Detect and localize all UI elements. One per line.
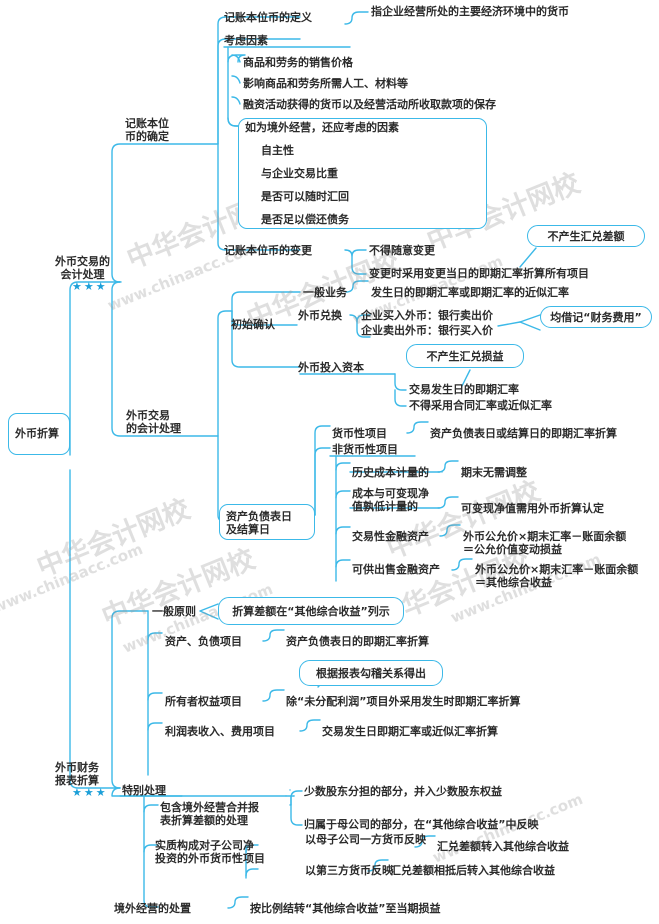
value-net-investment-1: 汇兑差额转入其他综合收益: [437, 840, 569, 853]
branch-stars-b: ★★★: [72, 786, 108, 799]
item-factor-1: 商品和劳务的销售价格: [243, 56, 353, 69]
callout-debit-financial-expense: 均借记“财务费用”: [540, 306, 652, 328]
node-special-treatment[interactable]: 特别处理: [122, 784, 166, 797]
callout-translation-difference: 折算差额在“其他综合收益”列示: [218, 597, 404, 625]
branch-label-foreign-currency-statements: 外币财务 报表折算: [55, 761, 99, 787]
item-overseas-3: 是否可以随时汇回: [261, 190, 349, 203]
node-historical-cost[interactable]: 历史成本计量的: [352, 466, 429, 479]
node-initial-recognition[interactable]: 初始确认: [231, 318, 275, 331]
root-node[interactable]: [8, 413, 70, 455]
root-label: 外币折算: [15, 427, 59, 440]
value-functional-currency-definition: 指企业经营所处的主要经济环境中的货币: [371, 5, 569, 18]
value-income-expense-items: 交易发生日即期汇率或近似汇率折算: [322, 725, 498, 738]
node-nonmonetary-items[interactable]: 非货币性项目: [332, 443, 398, 456]
node-equity-items[interactable]: 所有者权益项目: [165, 695, 242, 708]
node-fx-exchange[interactable]: 外币兑换: [298, 309, 342, 322]
item-exchange-buy: 企业买入外币：银行卖出价: [361, 309, 493, 322]
callout-no-exchange-gain-loss: 不产生汇兑损益: [406, 344, 524, 368]
value-overseas-disposal: 按比例结转“其他综合收益”至当期损益: [250, 902, 441, 915]
item-overseas-1: 自主性: [261, 144, 294, 157]
item-factor-2: 影响商品和劳务所需人工、材料等: [243, 77, 408, 90]
node-balance-sheet-date[interactable]: 资产负债表日 及结算日: [226, 510, 292, 536]
value-general-business: 发生日的即期汇率或即期汇率的近似汇率: [371, 286, 569, 299]
node-functional-currency-determination[interactable]: 记账本位 币的确定: [125, 117, 169, 143]
value-historical-cost: 期末无需调整: [461, 466, 527, 479]
node-functional-currency-definition[interactable]: 记账本位币的定义: [224, 11, 312, 24]
watermark: 中华会计网校: [32, 493, 195, 584]
node-functional-currency-change[interactable]: 记账本位币的变更: [224, 244, 312, 257]
item-overseas-4: 是否足以偿还债务: [261, 213, 349, 226]
value-lower-of-cost-nrv: 可变现净值需用外币折算认定: [461, 502, 604, 515]
value-monetary-items: 资产负债表日或结算日的即期汇率折算: [430, 427, 617, 440]
item-overseas-2: 与企业交易比重: [261, 167, 338, 180]
node-overseas-disposal[interactable]: 境外经营的处置: [114, 902, 191, 915]
value-equity-items: 除“未分配利润”项目外采用发生时即期汇率折算: [286, 695, 521, 708]
item-capital-2: 不得采用合同汇率或近似汇率: [409, 399, 552, 412]
item-consolidated-2: 归属于母公司的部分，在“其他综合收益”中反映: [304, 818, 539, 831]
callout-no-exchange-difference: 不产生汇兑差额: [527, 225, 645, 247]
callout-derived-from-statement-relations: 根据报表勾稽关系得出: [299, 660, 443, 686]
box-overseas-operation-factors: [238, 118, 487, 229]
item-capital-1: 交易发生日的即期汇率: [409, 383, 519, 396]
node-overseas-operation-factors[interactable]: 如为境外经营，还应考虑的因素: [245, 121, 399, 134]
node-general-business[interactable]: 一般业务: [303, 286, 347, 299]
node-general-principle[interactable]: 一般原则: [152, 605, 196, 618]
value-trading-financial-asset: 外币公允价×期末汇率－账面余额 ＝公允价值变动损益: [463, 530, 627, 556]
node-consideration-factors[interactable]: 考虑因素: [224, 34, 268, 47]
node-asset-liability-items[interactable]: 资产、负债项目: [165, 635, 242, 648]
node-monetary-items[interactable]: 货币性项目: [332, 427, 387, 440]
node-trading-financial-asset[interactable]: 交易性金融资产: [352, 530, 429, 543]
item-net-investment-2[interactable]: 以第三方货币反映: [305, 864, 393, 877]
node-afs-financial-asset[interactable]: 可供出售金融资产: [352, 563, 440, 576]
node-fx-capital-contribution[interactable]: 外币投入资本: [298, 361, 364, 374]
value-afs-financial-asset: 外币公允价×期末汇率－账面余额 ＝其他综合收益: [475, 563, 639, 589]
item-change-2: 变更时采用变更当日的即期汇率折算所有项目: [369, 267, 589, 280]
item-exchange-sell: 企业卖出外币：银行买入价: [361, 324, 493, 337]
value-asset-liability-items: 资产负债表日的即期汇率折算: [286, 635, 429, 648]
value-net-investment-2: 汇兑差额相抵后转入其他综合收益: [390, 864, 555, 877]
item-change-1: 不得随意变更: [369, 244, 435, 257]
node-lower-of-cost-nrv[interactable]: 成本与可变现净 值孰低计量的: [352, 487, 429, 513]
item-factor-3: 融资活动获得的货币以及经营活动所收取款项的保存: [243, 98, 496, 111]
node-net-investment-monetary-items[interactable]: 实质构成对子公司净 投资的外币货币性项目: [155, 839, 265, 865]
branch-label-foreign-currency-transactions: 外币交易的 会计处理: [55, 255, 110, 281]
branch-stars-a: ★★★: [72, 280, 108, 293]
watermark: www.chinaacc.com: [0, 539, 146, 617]
node-consolidated-overseas-difference[interactable]: 包含境外经营合并报 表折算差额的处理: [160, 801, 259, 827]
node-fx-transaction-accounting[interactable]: 外币交易 的会计处理: [126, 409, 181, 435]
node-income-expense-items[interactable]: 利润表收入、费用项目: [165, 725, 275, 738]
item-consolidated-1: 少数股东分担的部分，并入少数股东权益: [304, 785, 502, 798]
box-balance-sheet-date: [219, 504, 315, 540]
item-net-investment-1[interactable]: 以母子公司一方货币反映: [305, 833, 426, 846]
